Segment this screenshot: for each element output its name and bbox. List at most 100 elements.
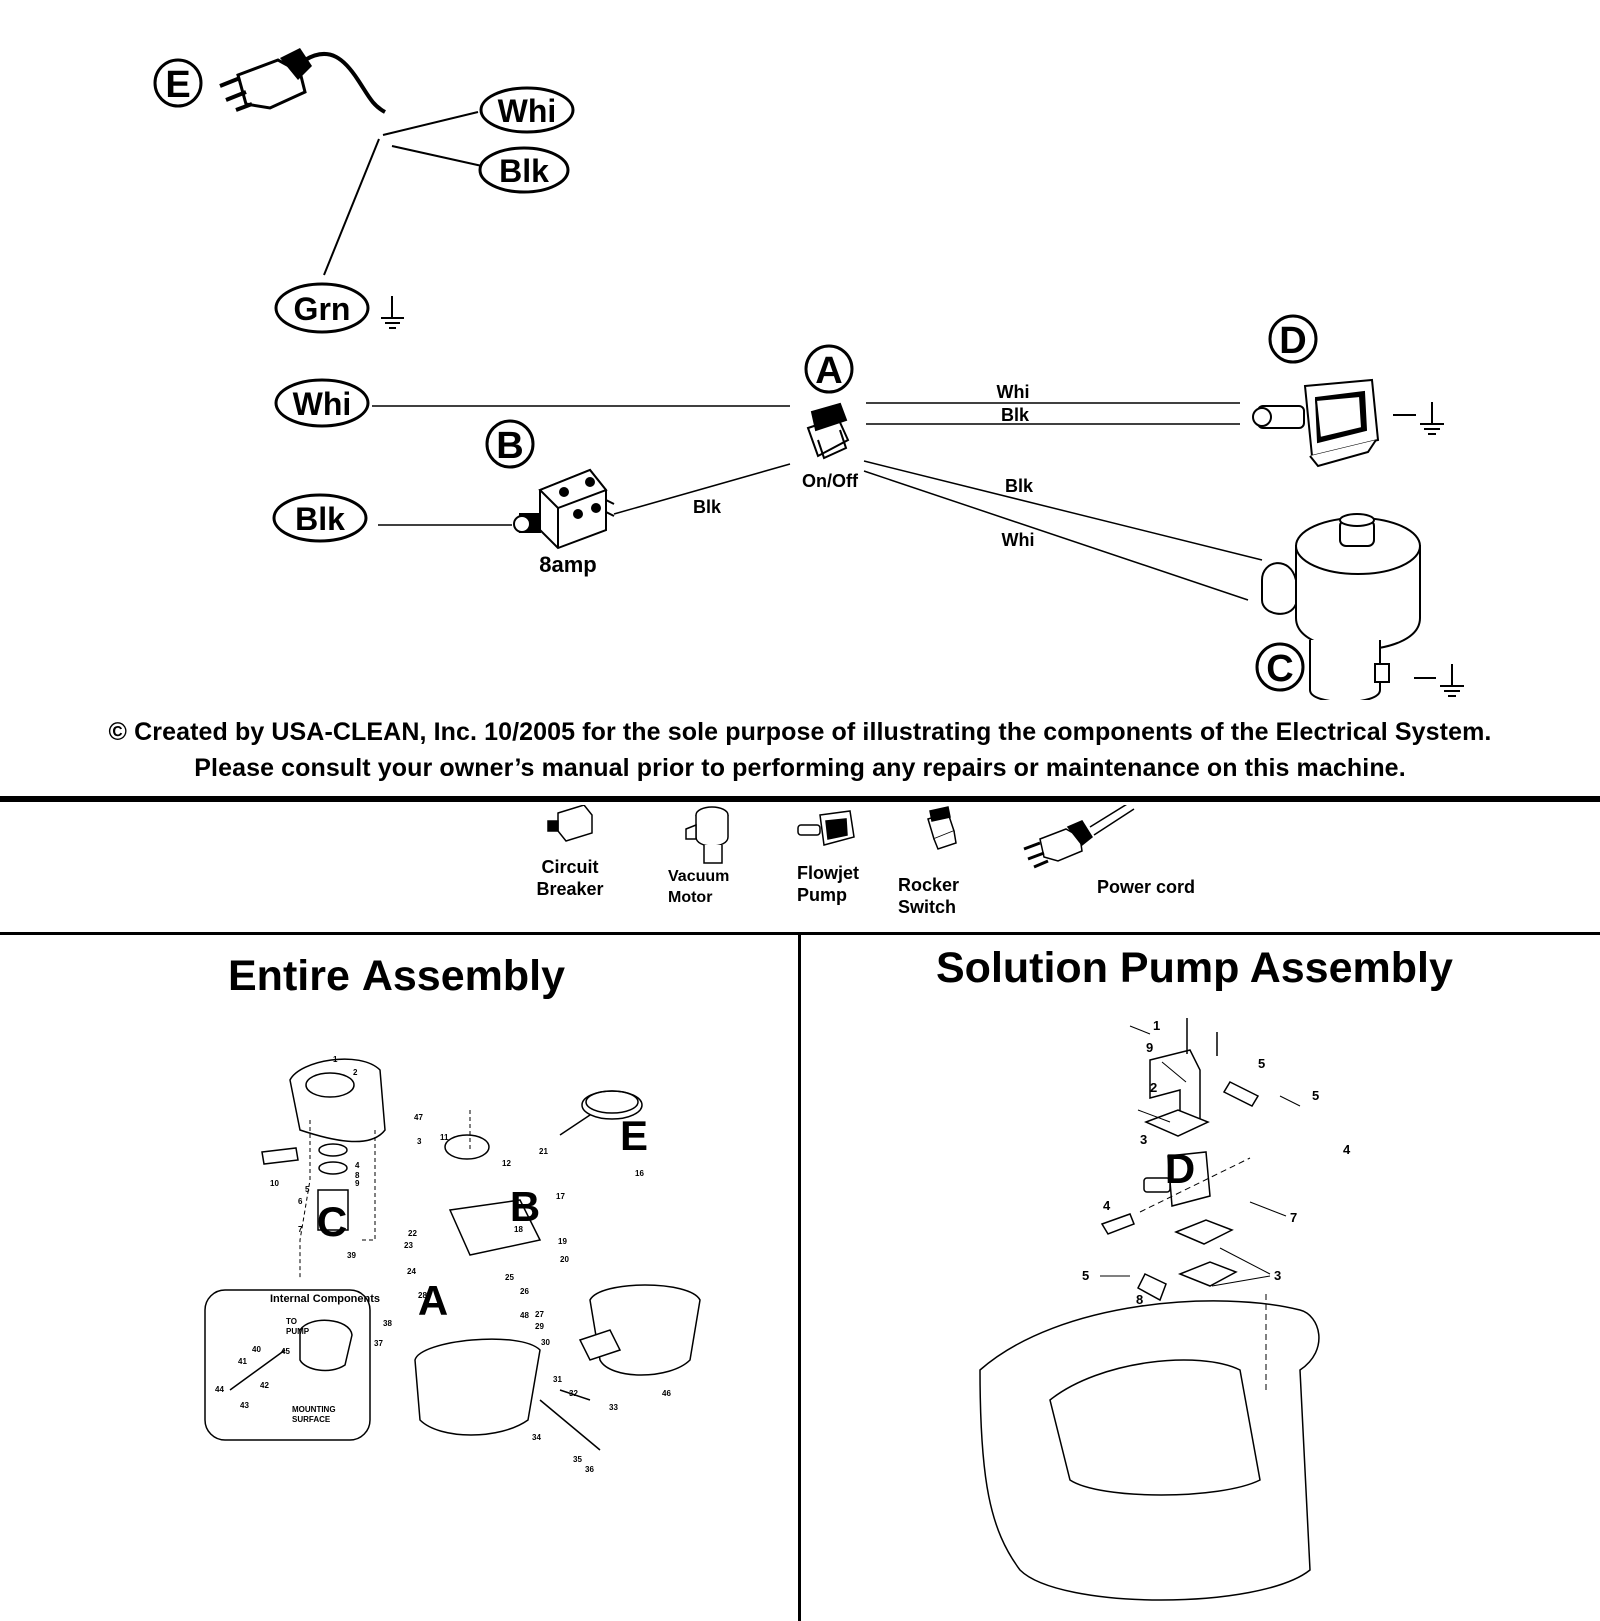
svg-text:10: 10 <box>270 1179 279 1188</box>
assembly-letter-b: B <box>510 1183 540 1230</box>
supply-wire-black: Blk <box>272 493 368 543</box>
flowjet-pump-icon <box>1252 378 1380 468</box>
svg-text:25: 25 <box>505 1273 514 1282</box>
svg-text:5: 5 <box>1082 1268 1089 1283</box>
legend-icons <box>547 805 1135 869</box>
svg-text:40: 40 <box>252 1345 261 1354</box>
solution-tank <box>589 1284 701 1376</box>
svg-text:24: 24 <box>407 1267 416 1276</box>
svg-text:16: 16 <box>635 1169 644 1178</box>
cord-wire-black: Blk <box>478 146 570 194</box>
svg-text:18: 18 <box>514 1225 523 1234</box>
svg-text:26: 26 <box>520 1287 529 1296</box>
entire-assembly-title: Entire Assembly <box>228 952 565 1000</box>
copyright-notice: © Created by USA-CLEAN, Inc. 10/2005 for… <box>108 718 1492 746</box>
svg-text:Blk: Blk <box>295 501 345 537</box>
svg-text:4: 4 <box>355 1161 360 1170</box>
plug-letter: E <box>165 64 190 106</box>
solution-pump-assembly-title: Solution Pump Assembly <box>936 944 1453 992</box>
svg-text:PUMP: PUMP <box>286 1327 310 1336</box>
svg-text:5: 5 <box>1258 1056 1265 1071</box>
svg-text:19: 19 <box>558 1237 567 1246</box>
svg-text:38: 38 <box>383 1319 392 1328</box>
pump-ground-symbol <box>1393 402 1444 435</box>
svg-text:47: 47 <box>414 1113 423 1122</box>
assembly-letter-c: C <box>317 1198 347 1245</box>
svg-text:37: 37 <box>374 1339 383 1348</box>
svg-text:20: 20 <box>560 1255 569 1264</box>
svg-text:1: 1 <box>1153 1018 1160 1033</box>
svg-text:32: 32 <box>569 1389 578 1398</box>
svg-text:2: 2 <box>353 1068 358 1077</box>
rocker-switch-icon <box>927 806 957 850</box>
circuit-breaker-icon <box>513 468 615 550</box>
vacuum-motor-icon <box>1261 513 1421 700</box>
svg-text:C: C <box>1266 648 1293 690</box>
vacuum-motor-icon <box>685 806 729 864</box>
svg-text:Blk: Blk <box>1001 405 1030 425</box>
svg-text:5: 5 <box>305 1185 310 1194</box>
svg-text:Whi: Whi <box>1002 530 1035 550</box>
breaker-rating: 8amp <box>539 552 596 577</box>
wire-label: Blk <box>693 497 722 517</box>
switch-label: On/Off <box>802 471 859 491</box>
svg-text:5: 5 <box>1312 1088 1319 1103</box>
wiring-diagram: E Whi Blk Grn Whi Blk <box>153 48 1464 700</box>
svg-text:Whi: Whi <box>498 93 557 129</box>
legend-power-cord: Power cord <box>1097 877 1196 897</box>
svg-text:8: 8 <box>1136 1292 1143 1307</box>
svg-text:22: 22 <box>408 1229 417 1238</box>
svg-text:3: 3 <box>1274 1268 1281 1283</box>
svg-text:3: 3 <box>417 1137 422 1146</box>
divider-thin <box>0 932 1600 935</box>
power-cord-icon <box>1023 805 1135 869</box>
svg-text:35: 35 <box>573 1455 582 1464</box>
svg-text:4: 4 <box>1103 1198 1111 1213</box>
svg-text:28: 28 <box>418 1291 427 1300</box>
circuit-breaker-icon <box>547 805 593 842</box>
svg-text:7: 7 <box>1290 1210 1297 1225</box>
rocker-switch-icon <box>806 402 850 460</box>
svg-text:Whi: Whi <box>997 382 1030 402</box>
maintenance-notice: Please consult your owner’s manual prior… <box>194 754 1406 782</box>
svg-text:12: 12 <box>502 1159 511 1168</box>
top-cover <box>289 1058 386 1143</box>
entire-assembly-drawing: Internal Components TO PUMP MOUNTING SUR… <box>204 1055 701 1474</box>
vacuum-motor-part <box>317 1189 349 1231</box>
svg-text:23: 23 <box>404 1241 413 1250</box>
svg-text:27: 27 <box>535 1310 544 1319</box>
inset-title: Internal Components <box>270 1293 380 1305</box>
lower-tank <box>414 1338 541 1436</box>
assembly-letter-e: E <box>620 1112 648 1159</box>
svg-text:Whi: Whi <box>293 386 352 422</box>
cord-wire-white: Whi <box>479 86 575 134</box>
svg-text:B: B <box>496 425 523 467</box>
svg-text:6: 6 <box>298 1197 303 1206</box>
assembly-letter-a: A <box>418 1277 448 1324</box>
svg-text:TO: TO <box>286 1317 297 1326</box>
svg-text:7: 7 <box>298 1225 303 1234</box>
svg-text:3: 3 <box>1140 1132 1147 1147</box>
svg-text:39: 39 <box>347 1251 356 1260</box>
pump-part-callouts: 1 2 3 4 4 5 5 5 7 3 8 9 <box>1082 1018 1351 1307</box>
svg-text:4: 4 <box>1343 1142 1351 1157</box>
svg-text:SURFACE: SURFACE <box>292 1415 331 1424</box>
svg-text:42: 42 <box>260 1381 269 1390</box>
svg-text:46: 46 <box>662 1389 671 1398</box>
motor-mount <box>448 1199 542 1256</box>
svg-text:21: 21 <box>539 1147 548 1156</box>
svg-text:Blk: Blk <box>499 153 549 189</box>
solution-pump-drawing: D 1 2 3 4 4 5 5 5 7 3 8 9 <box>979 1018 1351 1601</box>
svg-text:34: 34 <box>532 1433 541 1442</box>
divider-vertical <box>798 934 801 1621</box>
switch-letter-circle: A <box>804 344 854 394</box>
svg-text:41: 41 <box>238 1357 247 1366</box>
svg-text:1: 1 <box>333 1055 338 1064</box>
svg-text:8: 8 <box>355 1171 360 1180</box>
pump-letter-circle: D <box>1268 314 1318 364</box>
svg-text:36: 36 <box>585 1465 594 1474</box>
